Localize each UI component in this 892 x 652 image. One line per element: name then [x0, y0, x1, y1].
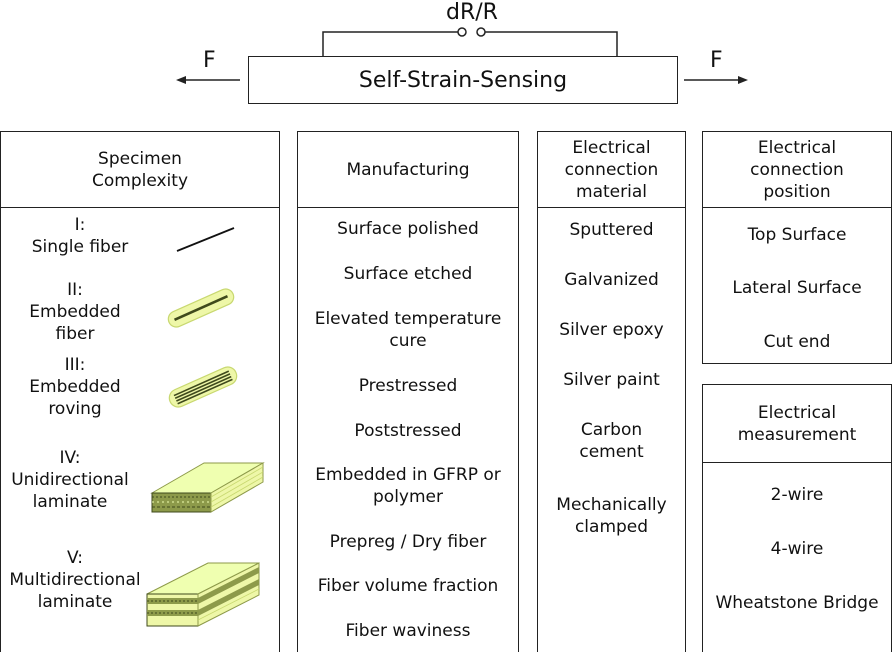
manufacturing-title: Manufacturing: [346, 159, 470, 180]
level-name: Embedded fiber: [29, 302, 121, 344]
terminal-icon: [476, 27, 486, 37]
resistance-label: dR/R: [446, 0, 498, 25]
level-id: III:: [64, 355, 86, 375]
terminal-icon: [457, 27, 467, 37]
manufacturing-item: Prestressed: [358, 376, 458, 396]
arrowhead-left-icon: [176, 76, 186, 84]
position-title: Electrical connection position: [750, 137, 844, 202]
measurement-title: Electrical measurement: [737, 402, 857, 445]
arrowhead-right-icon: [738, 76, 748, 84]
material-title: Electrical connection material: [564, 137, 659, 202]
level-id: IV:: [59, 448, 81, 468]
measurement-header: Electrical measurement: [703, 385, 891, 463]
level-id: V:: [67, 548, 83, 568]
material-item: Galvanized: [564, 270, 659, 290]
level-label: IV: Unidirectional laminate: [10, 447, 130, 513]
position-column: Electrical connection position Top Surfa…: [702, 131, 892, 364]
manufacturing-item: Surface polished: [337, 219, 479, 239]
specimen-header: Specimen Complexity: [1, 132, 279, 208]
manufacturing-column: Manufacturing Surface polished Surface e…: [297, 131, 519, 652]
manufacturing-item: Poststressed: [354, 421, 462, 441]
measurement-item: 4-wire: [770, 539, 824, 559]
force-label-left: F: [203, 48, 216, 73]
material-item: Silver epoxy: [559, 320, 664, 340]
measurement-item: Wheatstone Bridge: [715, 593, 879, 613]
manufacturing-item: Embedded in GFRP or polymer: [315, 465, 501, 507]
circuit-diagram: [176, 27, 748, 84]
embedded-roving-icon: [168, 366, 238, 408]
material-item: Sputtered: [569, 220, 654, 240]
material-item: Carbon cement: [579, 420, 644, 462]
position-header: Electrical connection position: [703, 132, 891, 208]
material-header: Electrical connection material: [538, 132, 685, 208]
manufacturing-header: Manufacturing: [298, 132, 518, 208]
diagram-title: Self-Strain-Sensing: [248, 56, 678, 104]
level-label: I: Single fiber: [20, 214, 140, 258]
level-id: I:: [74, 215, 86, 235]
position-item: Lateral Surface: [732, 278, 862, 298]
level-name: Embedded roving: [29, 377, 121, 419]
manufacturing-item: Surface etched: [343, 264, 473, 284]
manufacturing-item: Prepreg / Dry fiber: [329, 532, 487, 552]
circuit-wire: [485, 31, 618, 56]
embedded-fiber-icon: [167, 288, 235, 328]
level-label: II: Embedded fiber: [20, 279, 130, 345]
level-name: Single fiber: [31, 237, 129, 257]
level-label: V: Multidirectional laminate: [4, 547, 146, 613]
manufacturing-item: Elevated temperature cure: [314, 309, 502, 351]
material-item: Mechanically clamped: [556, 495, 667, 537]
circuit-wire: [322, 31, 458, 56]
position-item: Cut end: [763, 332, 831, 352]
force-label-right: F: [710, 48, 723, 73]
position-item: Top Surface: [747, 225, 847, 245]
level-name: Unidirectional laminate: [11, 470, 129, 512]
unidirectional-laminate-icon: [150, 462, 265, 513]
level-name: Multidirectional laminate: [9, 570, 141, 612]
single-fiber-icon: [176, 227, 235, 252]
manufacturing-item: Fiber volume fraction: [317, 576, 499, 596]
level-id: II:: [67, 280, 83, 300]
manufacturing-item: Fiber waviness: [345, 621, 471, 641]
specimen-title: Specimen Complexity: [91, 148, 188, 191]
measurement-item: 2-wire: [770, 485, 824, 505]
measurement-column: Electrical measurement 2-wire 4-wire Whe…: [702, 384, 892, 652]
level-label: III: Embedded roving: [20, 354, 130, 420]
multidirectional-laminate-icon: [146, 562, 260, 627]
material-column: Electrical connection material Sputtered…: [537, 131, 686, 652]
material-item: Silver paint: [563, 370, 660, 390]
